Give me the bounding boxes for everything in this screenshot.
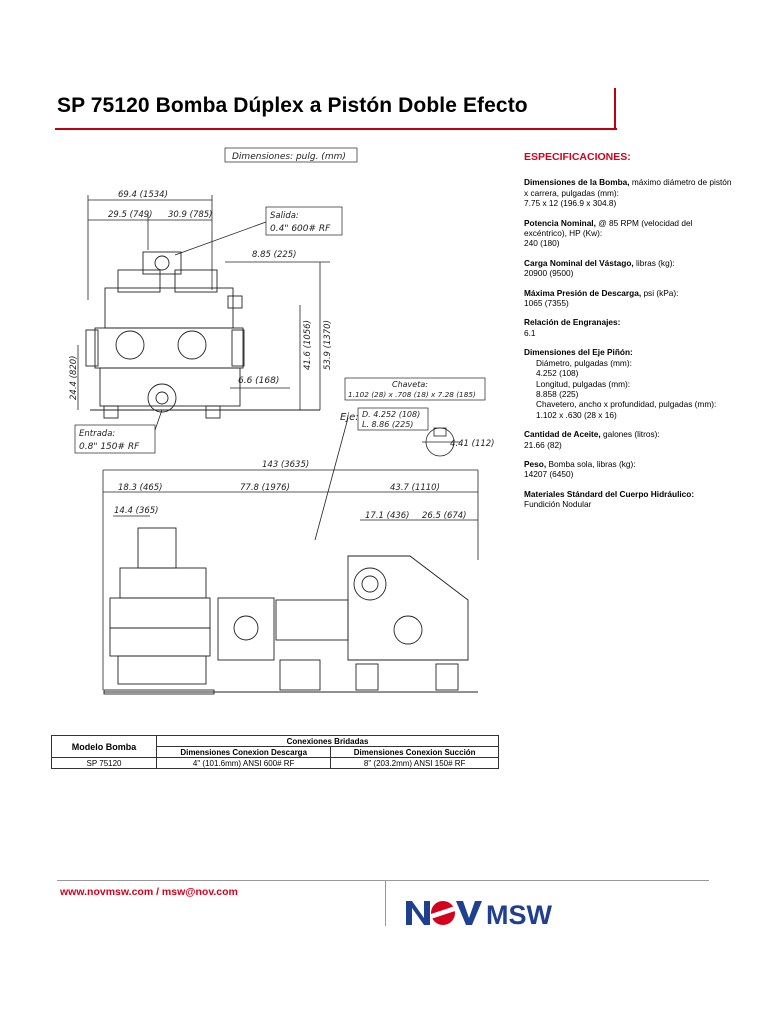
nov-msw-logo: MSW: [406, 900, 553, 928]
spec-sublabel: Longitud, pulgadas (mm):: [536, 378, 631, 389]
spec-value: 14207 (6450): [524, 469, 574, 480]
chaveta-spec: 1.102 (28) x .708 (18) x 7.28 (185): [348, 390, 476, 399]
spec-pinion-shaft: Dimensiones del Eje Piñón: Diámetro, pul…: [524, 347, 734, 420]
dim-total-width: 69.4 (1534): [118, 190, 168, 200]
salida-label: Salida:: [270, 211, 299, 221]
footer-contact-link[interactable]: www.novmsw.com / msw@nov.com: [60, 886, 238, 898]
cell-discharge: 4" (101.6mm) ANSI 600# RF: [155, 757, 332, 769]
spec-label: Carga Nominal del Vástago,: [524, 257, 634, 268]
logo-msw-text: MSW: [486, 900, 553, 928]
spec-max-pressure: Máxima Presión de Descarga, psi (kPa): 1…: [524, 288, 734, 309]
spec-weight: Peso, Bomba sola, libras (kg): 14207 (64…: [524, 459, 734, 480]
units-box-label: Dimensiones: pulg. (mm): [232, 152, 346, 162]
col-group-header: Conexiones Bridadas: [156, 735, 499, 747]
dim-778: 77.8 (1976): [240, 483, 290, 493]
spec-label: Potencia Nominal,: [524, 217, 596, 228]
pump-dimension-drawing: Dimensiones: pulg. (mm) 69.4 (1534) 29.5…: [69, 147, 494, 695]
spec-desc: @ 85 RPM (velocidad del excéntrico), HP …: [524, 217, 693, 239]
spec-value: 1.102 x .630 (28 x 16): [536, 409, 617, 420]
cell-suction: 8" (203.2mm) ANSI 150# RF: [330, 757, 499, 769]
specifications-heading: ESPECIFICACIONES:: [524, 151, 631, 163]
chaveta-title: Chaveta:: [392, 380, 428, 389]
dim-265: 26.5 (674): [422, 511, 466, 521]
spec-value: 8.858 (225): [536, 388, 579, 399]
spec-desc: galones (litros):: [600, 429, 660, 440]
cell-model: SP 75120: [51, 757, 157, 769]
entrada-label: Entrada:: [79, 429, 115, 439]
footer-divider: [385, 880, 386, 926]
specifications-panel: ESPECIFICACIONES: Dimensiones de la Bomb…: [524, 152, 734, 519]
page-title: SP 75120 Bomba Dúplex a Pistón Doble Efe…: [57, 94, 528, 117]
spec-sublabel: Chavetero, ancho x profundidad, pulgadas…: [536, 399, 717, 410]
title-side-rule: [614, 88, 616, 130]
spec-label: Relación de Engranajes:: [524, 317, 621, 328]
spec-desc: Bomba sola, libras (kg):: [546, 458, 636, 469]
spec-value: 7.75 x 12 (196.9 x 304.8): [524, 198, 617, 209]
eje-label: Eje:: [340, 412, 359, 423]
salida-spec: 0.4" 600# RF: [270, 224, 331, 234]
spec-value: Fundición Nodular: [524, 499, 592, 510]
spec-value: 20900 (9500): [524, 268, 574, 279]
dim-437: 43.7 (1110): [390, 483, 440, 493]
dim-height-1370: 53.9 (1370): [323, 320, 333, 370]
dim-right: 30.9 (785): [168, 210, 212, 220]
spec-label: Dimensiones de la Bomba,: [524, 177, 630, 188]
spec-nominal-power: Potencia Nominal, @ 85 RPM (velocidad de…: [524, 218, 734, 249]
spec-value: 4.252 (108): [536, 368, 579, 379]
dim-441: 4.41 (112): [450, 439, 494, 449]
spec-label: Dimensiones del Eje Piñón:: [524, 347, 633, 358]
spec-value: 240 (180): [524, 238, 560, 249]
entrada-spec: 0.8" 150# RF: [79, 442, 140, 452]
dim-144: 14.4 (365): [114, 506, 158, 516]
dim-171: 17.1 (436): [365, 511, 409, 521]
eje-length: L. 8.86 (225): [362, 420, 413, 429]
spec-materials: Materiales Stándard del Cuerpo Hidráulic…: [524, 489, 734, 510]
spec-value: 21.66 (82): [524, 439, 562, 450]
spec-desc: máximo diámetro de pistón x carrera, pul…: [524, 177, 732, 198]
col-suction-header: Dimensiones Conexion Succión: [330, 746, 499, 758]
spec-oil-quantity: Cantidad de Aceite, galones (litros): 21…: [524, 429, 734, 450]
dim-885: 8.85 (225): [252, 250, 296, 260]
eje-diameter: D. 4.252 (108): [362, 410, 420, 419]
spec-desc: psi (kPa):: [641, 287, 679, 298]
spec-sublabel: Diámetro, pulgadas (mm):: [536, 357, 632, 368]
spec-gear-ratio: Relación de Engranajes: 6.1: [524, 317, 734, 338]
spec-label: Máxima Presión de Descarga,: [524, 287, 642, 298]
spec-desc: libras (kg):: [633, 257, 675, 268]
title-underline: [55, 128, 617, 130]
dim-183: 18.3 (465): [118, 483, 162, 493]
col-model-header: Modelo Bomba: [51, 735, 157, 758]
col-discharge-header: Dimensiones Conexion Descarga: [155, 746, 332, 758]
spec-value: 1065 (7355): [524, 298, 569, 309]
spec-pump-dimensions: Dimensiones de la Bomba, máximo diámetro…: [524, 177, 734, 208]
spec-value: 6.1: [524, 327, 536, 338]
dim-820: 24.4 (820): [69, 356, 79, 400]
footer-rule: [57, 880, 709, 881]
table-row: SP 75120 4" (101.6mm) ANSI 600# RF 8" (2…: [51, 757, 499, 769]
spec-label: Materiales Stándard del Cuerpo Hidráulic…: [524, 488, 695, 499]
dim-168: 6.6 (168): [238, 376, 279, 386]
spec-label: Cantidad de Aceite,: [524, 429, 601, 440]
dim-left: 29.5 (749): [108, 210, 152, 220]
dim-height-1056: 41.6 (1056): [303, 320, 313, 370]
spec-label: Peso,: [524, 458, 547, 469]
flanged-connections-table: Modelo Bomba Conexiones Bridadas Dimensi…: [51, 735, 499, 769]
spec-rod-load: Carga Nominal del Vástago, libras (kg): …: [524, 258, 734, 279]
dim-143: 143 (3635): [262, 460, 309, 470]
